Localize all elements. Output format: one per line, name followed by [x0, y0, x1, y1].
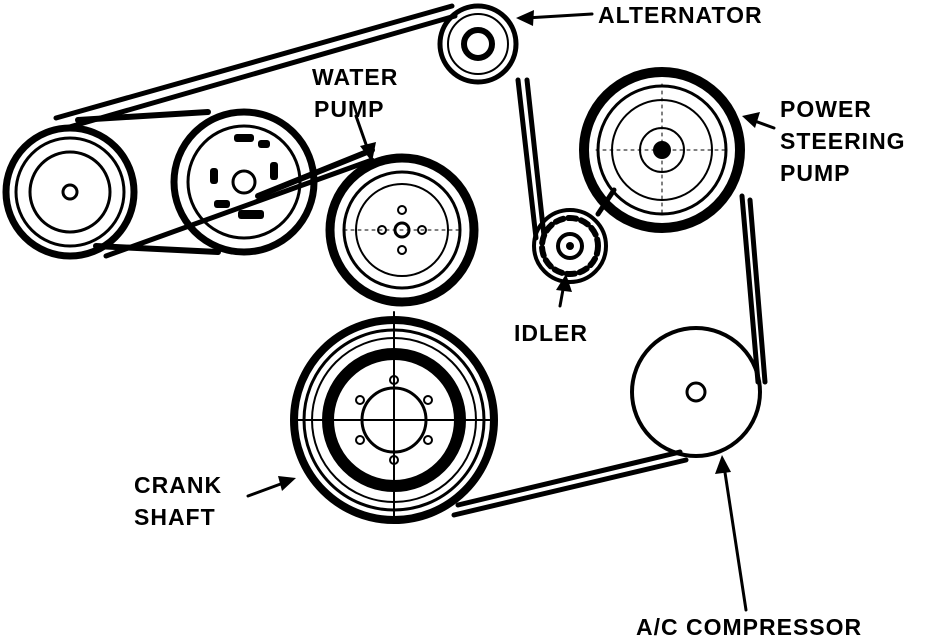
crank-shaft-label-line2: SHAFT: [134, 504, 216, 530]
alternator-label: ALTERNATOR: [598, 2, 763, 28]
power-steering-arrow: [742, 112, 776, 130]
ac-compressor-label: A/C COMPRESSOR: [636, 614, 863, 640]
water-pump-label-line1: WATER: [312, 64, 399, 90]
alternator-pulley: [437, 3, 519, 85]
left-pulley: [2, 124, 138, 260]
leader-arrows: [246, 10, 776, 612]
idler-label: IDLER: [514, 320, 588, 346]
outer-belt: [53, 3, 458, 259]
power-steering-label-line2: STEERING: [780, 128, 906, 154]
power-steering-label-line3: PUMP: [780, 160, 851, 186]
vent-slots: [210, 134, 278, 219]
power-steering-pulley: [579, 67, 745, 233]
idler-pulley: [532, 208, 608, 284]
ac-compressor-arrow: [715, 455, 748, 612]
water-pump-pulley: [325, 153, 479, 307]
crank-shaft-label-line1: CRANK: [134, 472, 223, 498]
crank-arrow: [246, 476, 296, 498]
alternator-arrow: [516, 10, 594, 26]
vented-pulley: [170, 108, 318, 256]
idler-arrow: [556, 274, 572, 308]
water-pump-label-line2: PUMP: [314, 96, 385, 122]
power-steering-label-line1: POWER: [780, 96, 872, 122]
ac-compressor-pulley: [630, 326, 762, 458]
crankshaft-pulley: [290, 311, 498, 524]
water-pump-arrow: [354, 114, 376, 162]
serpentine-belt: [451, 77, 768, 518]
